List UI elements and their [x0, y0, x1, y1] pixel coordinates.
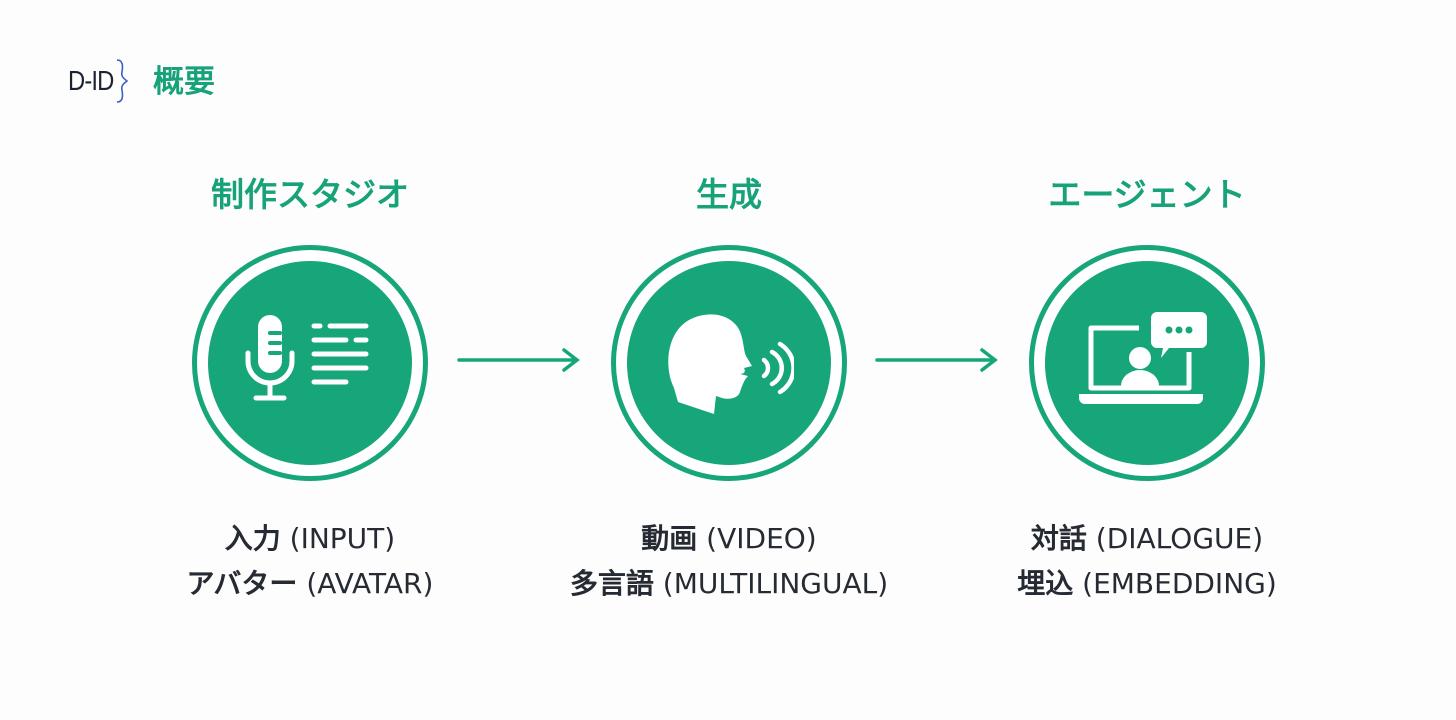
label-jp: 対話: [1030, 522, 1087, 555]
step-title: 制作スタジオ: [211, 175, 409, 214]
d-id-logo: D-ID: [68, 58, 130, 104]
step-labels: 入力 (INPUT) アバター (AVATAR): [187, 516, 434, 606]
label-en: (DIALOGUE): [1095, 522, 1264, 555]
step-labels: 動画 (VIDEO) 多言語 (MULTILINGUAL): [570, 516, 888, 606]
logo-text: D-ID: [68, 65, 114, 96]
step-icon-ring: [611, 245, 847, 481]
label-jp: アバター: [186, 567, 298, 600]
label-jp: 入力: [224, 522, 281, 555]
laptop-chat-agent-icon: [1079, 312, 1207, 404]
label-en: (MULTILINGUAL): [662, 567, 889, 600]
microphone-and-text-icon: [245, 315, 369, 401]
step-labels: 対話 (DIALOGUE) 埋込 (EMBEDDING): [1017, 516, 1277, 606]
label-jp: 動画: [641, 522, 698, 555]
step-title: エージェント: [1048, 175, 1246, 214]
arrow-right-icon: [457, 348, 580, 372]
speaking-head-icon: [668, 314, 794, 414]
step-title: 生成: [696, 175, 762, 214]
step-icon-ring: [1029, 245, 1265, 481]
label-en: (VIDEO): [706, 522, 817, 555]
step-studio: 制作スタジオ: [100, 170, 520, 606]
page-title: 概要: [153, 64, 215, 100]
label-jp: 多言語: [569, 567, 654, 600]
step-icon-ring: [192, 245, 428, 481]
label-en: (INPUT): [289, 522, 396, 555]
label-en: (AVATAR): [306, 567, 434, 600]
step-agent: エージェント 対話 (DIALOGUE) 埋込 (EMBEDDING): [937, 170, 1357, 606]
label-en: (EMBEDDING): [1082, 567, 1277, 600]
logo-face-brace-icon: [116, 59, 128, 103]
arrow-right-icon: [875, 348, 998, 372]
step-generation: 生成 動画 (VIDEO) 多言語 (MULTILINGUAL): [519, 170, 939, 606]
label-jp: 埋込: [1017, 567, 1074, 600]
